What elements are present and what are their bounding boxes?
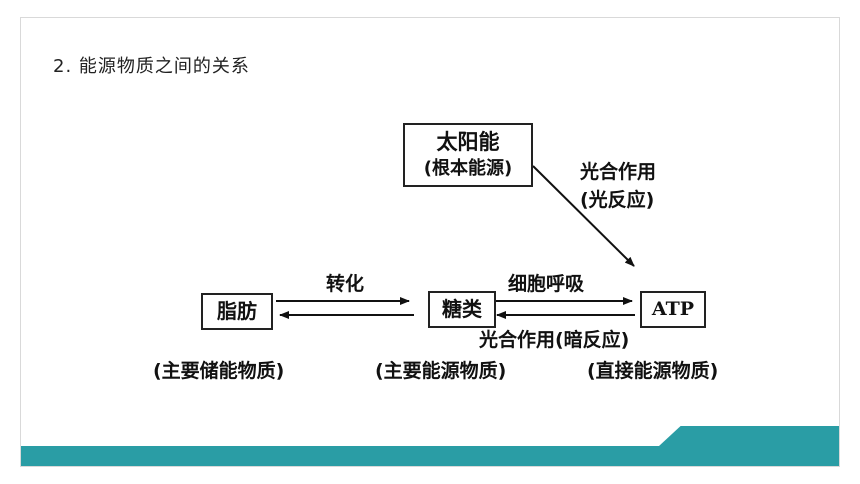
fat-label: 脂肪: [217, 299, 257, 323]
atp-box: ATP: [640, 291, 706, 328]
slide-title: 2. 能源物质之间的关系: [53, 56, 250, 77]
atp-role: (直接能源物质): [587, 360, 719, 382]
fat-box: 脂肪: [201, 293, 273, 330]
sugar-box: 糖类: [428, 291, 496, 328]
sugar-label: 糖类: [442, 297, 482, 321]
photosynthesis-dark-label: 光合作用(暗反应): [479, 329, 630, 351]
sun-label: 太阳能: [436, 130, 500, 154]
sun-note: (根本能源): [423, 158, 513, 179]
photosynthesis-light-label: 光合作用 (光反应): [580, 158, 656, 214]
footer-accent-tab: [659, 426, 839, 446]
respiration-label: 细胞呼吸: [508, 273, 585, 295]
sugar-role: (主要能源物质): [375, 360, 507, 382]
slide: 2. 能源物质之间的关系 太阳能 (根本能源) 光合作用 (光反应) 脂肪 (主…: [20, 17, 840, 467]
photosynthesis-light-line1: 光合作用: [580, 161, 657, 183]
sun-box: 太阳能 (根本能源): [403, 123, 533, 187]
diagram-arrows: [276, 165, 635, 319]
atp-label: ATP: [651, 298, 695, 320]
photosynthesis-light-line2: (光反应): [580, 189, 655, 211]
footer-accent-bar: [21, 446, 839, 466]
arrow-sun-to-atp: [532, 165, 635, 267]
conversion-label: 转化: [326, 273, 365, 295]
fat-role: (主要储能物质): [153, 360, 285, 382]
